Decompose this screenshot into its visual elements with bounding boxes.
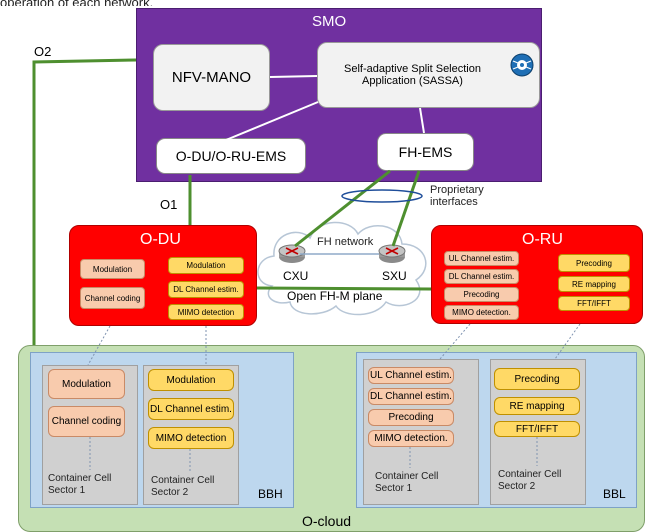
fh-ems-box: FH-EMS (377, 133, 474, 171)
bbl-c2-re-mapping: RE mapping (494, 397, 580, 415)
ai-brain-icon (509, 52, 535, 78)
bbh-c2-dl-channel-estim: DL Channel estim. (148, 398, 234, 420)
open-fh-m-plane-label: Open FH-M plane (287, 289, 383, 303)
odu-title: O-DU (140, 231, 181, 248)
sxu-router-icon (378, 242, 406, 264)
o2-link (32, 58, 137, 345)
bbl-c1-label: Container Cell Sector 1 (375, 471, 439, 494)
bbl-c2-fft-ifft: FFT/IFFT (494, 421, 580, 437)
top-text-fragment: operation of each network. (0, 0, 659, 6)
proprietary-interfaces-label: Proprietary interfaces (430, 184, 484, 208)
nfv-mano-box: NFV-MANO (153, 44, 270, 111)
bbl-c1-dl-channel-estim: DL Channel estim. (368, 388, 454, 405)
fh-network-links (256, 253, 432, 291)
proprietary-interface-ellipse (341, 189, 423, 203)
odu-mimo-detection: MIMO detection (168, 304, 244, 320)
cxu-router-icon (278, 242, 306, 264)
o1-label: O1 (160, 197, 178, 212)
smo-internal-links (225, 75, 425, 141)
mapping-dashes (87, 323, 581, 472)
odu-modulation: Modulation (80, 259, 145, 279)
odu-dl-channel-estim: DL Channel estim. (168, 281, 244, 298)
bbh-c2-modulation: Modulation (148, 369, 234, 391)
bbh-c2-mimo-detection: MIMO detection (148, 427, 234, 449)
bbl-c2-label: Container Cell Sector 2 (498, 469, 562, 492)
oru-title: O-RU (522, 231, 563, 248)
bbh-c1-modulation: Modulation (48, 369, 125, 399)
bbh-c1-label: Container Cell Sector 1 (48, 473, 112, 496)
oru-fft-ifft: FFT/IFFT (558, 296, 630, 311)
oru-ul-channel-estim: UL Channel estim. (444, 251, 519, 266)
bbh-c1-channel-coding: Channel coding (48, 406, 125, 437)
sassa-label: Self-adaptive Split Selection Applicatio… (344, 63, 481, 87)
sassa-box: Self-adaptive Split Selection Applicatio… (317, 42, 540, 108)
oru-dl-channel-estim: DL Channel estim. (444, 269, 519, 284)
odu-oru-ems-box: O-DU/O-RU-EMS (156, 138, 306, 174)
cxu-label: CXU (283, 269, 309, 283)
odu-channel-coding: Channel coding (80, 287, 145, 309)
sxu-label: SXU (382, 269, 407, 283)
o-cloud-label: O-cloud (302, 513, 352, 529)
fh-network-label: FH network (317, 236, 374, 248)
odu-modulation-2: Modulation (168, 257, 244, 274)
bbh-label: BBH (258, 487, 283, 501)
oru-re-mapping: RE mapping (558, 276, 630, 292)
fh-ems-links (294, 169, 421, 248)
bbl-c1-mimo-detection: MIMO detection. (368, 430, 454, 447)
o2-label: O2 (34, 44, 52, 59)
bbl-c1-ul-channel-estim: UL Channel estim. (368, 367, 454, 384)
bbl-label: BBL (603, 487, 626, 501)
bbh-c2-label: Container Cell Sector 2 (151, 475, 215, 498)
bbl-c2-precoding: Precoding (494, 368, 580, 390)
oru-precoding: Precoding (444, 287, 519, 302)
oru-mimo-detection: MIMO detection. (444, 305, 519, 320)
bbl-c1-precoding: Precoding (368, 409, 454, 426)
smo-title: SMO (312, 13, 347, 30)
oru-precoding-2: Precoding (558, 254, 630, 272)
fh-network-cloud (257, 221, 427, 316)
